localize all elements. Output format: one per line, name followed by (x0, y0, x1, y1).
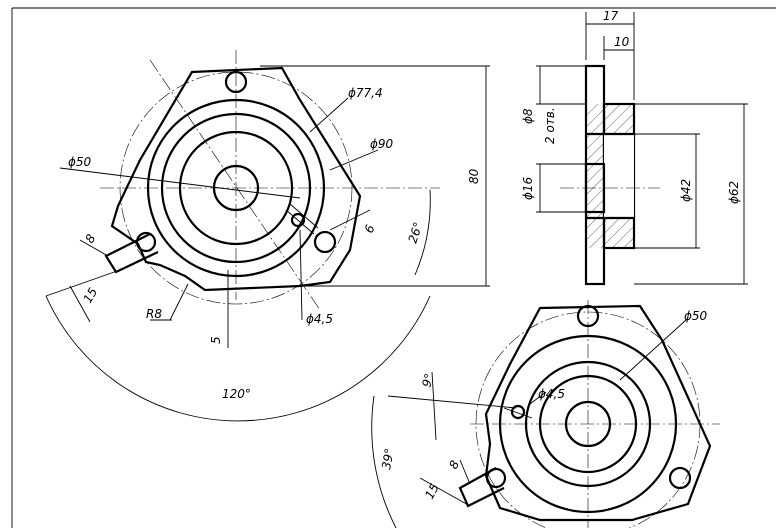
dim-17: 17 (603, 9, 619, 23)
dim-phi16: ϕ16 (521, 176, 535, 200)
bolt-hole-top (224, 70, 248, 94)
dim-phi62: ϕ62 (727, 181, 741, 204)
dim-8-b: 8 (446, 458, 462, 472)
circle-phi50 (178, 130, 294, 246)
slot-end (135, 231, 157, 253)
flange-outline (110, 66, 362, 292)
slot (104, 233, 159, 274)
circle-phi77 (160, 112, 312, 264)
dim-5: 5 (209, 336, 223, 344)
arc-120 (45, 295, 431, 422)
dim-r8: R8 (146, 307, 162, 321)
drawing-frame (11, 7, 776, 528)
side-section (536, 12, 748, 286)
dim-phi42: ϕ42 (679, 179, 693, 202)
dim-phi45-b: ϕ4,5 (538, 387, 565, 401)
bolt-hole-right (313, 230, 337, 254)
dim-10: 10 (614, 35, 630, 49)
dim-6: 6 (362, 222, 378, 235)
pin-hole (290, 212, 306, 228)
circle-phi90 (146, 98, 326, 278)
dim-phi50-b: ϕ50 (684, 309, 708, 323)
dim-120: 120° (222, 387, 251, 401)
rotated-view (371, 300, 720, 528)
dim-15-b: 15 (422, 481, 442, 501)
dim-phi45-a: ϕ4,5 (306, 312, 333, 326)
dim-phi77: ϕ77,4 (348, 86, 383, 100)
dim-15-a: 15 (80, 285, 100, 305)
flange-outline-2 (484, 304, 712, 522)
dim-9: 9° (419, 372, 436, 389)
dim-phi50-a: ϕ50 (68, 155, 92, 169)
bore-phi16 (212, 164, 260, 212)
dim-26: 26° (406, 220, 426, 245)
dim-phi8: ϕ8 (521, 108, 535, 124)
dim-two-holes: 2 отв. (543, 107, 557, 144)
front-view (45, 50, 490, 422)
dim-8-a: 8 (82, 232, 98, 246)
dimension-labels: 17 10 ϕ8 2 отв. ϕ16 ϕ42 ϕ62 ϕ77,4 ϕ90 ϕ5… (68, 9, 741, 501)
dim-39: 39° (379, 447, 396, 470)
dim-phi90: ϕ90 (370, 137, 394, 151)
dim-80: 80 (467, 168, 481, 184)
